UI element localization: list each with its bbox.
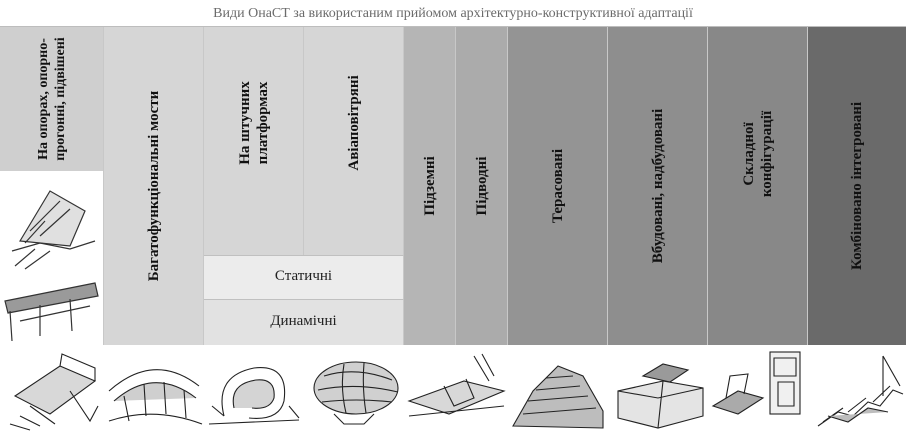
on-supports-sketch-area bbox=[0, 171, 103, 345]
underwater-label: Підводні bbox=[473, 156, 490, 216]
aeronautical-label: Авіаповітряні bbox=[345, 75, 362, 171]
terraced-hill-icon bbox=[512, 365, 604, 429]
stair-cascade-icon bbox=[817, 355, 904, 427]
column-underwater: Підводні bbox=[456, 27, 508, 345]
sketch-underground bbox=[404, 346, 508, 432]
complex-configuration-icon bbox=[711, 351, 801, 415]
diagram-title: Види ОнаСТ за використаним прийомом архі… bbox=[213, 6, 693, 21]
column-built-in: Вбудовані, надбудовані bbox=[608, 27, 708, 345]
column-on-supports: На опорах, опорно-прогонні, підвішені bbox=[0, 27, 104, 345]
sketch-spiral bbox=[204, 346, 304, 432]
underground-label: Підземні bbox=[421, 156, 438, 216]
bridge-building-icon bbox=[108, 369, 203, 425]
on-supports-header-cell: На опорах, опорно-прогонні, підвішені bbox=[0, 27, 103, 171]
cantilever-house-icon bbox=[9, 353, 99, 431]
built-in-block-icon bbox=[617, 363, 704, 429]
artificial-platforms-label: На штучних платформах bbox=[236, 81, 271, 165]
spiral-building-icon bbox=[208, 367, 300, 425]
sketch-combined bbox=[808, 346, 906, 432]
row-static: Статичні bbox=[204, 255, 404, 299]
terraced-label: Терасовані bbox=[549, 148, 566, 224]
classification-table: На опорах, опорно-прогонні, підвішені bbox=[0, 26, 906, 345]
underground-structure-icon bbox=[407, 353, 506, 417]
sketch-complex bbox=[708, 346, 808, 432]
on-supports-label: На опорах, опорно-прогонні, підвішені bbox=[35, 37, 68, 161]
dynamic-label: Динамічні bbox=[270, 313, 337, 329]
sketch-built-in bbox=[608, 346, 708, 432]
column-underground: Підземні bbox=[404, 27, 456, 345]
multifunctional-bridges-label: Багатофункціональні мости bbox=[145, 90, 162, 282]
sketch-airship bbox=[304, 346, 404, 432]
cliff-house-sketch-icon bbox=[4, 190, 99, 342]
column-aeronautical: Авіаповітряні bbox=[304, 27, 404, 255]
column-terraced: Терасовані bbox=[508, 27, 608, 345]
sketch-terraced bbox=[508, 346, 608, 432]
combined-label: Комбіновано інтегровані bbox=[849, 101, 865, 271]
complex-label: Складної конфігурації bbox=[740, 111, 775, 198]
static-label: Статичні bbox=[274, 268, 333, 284]
column-artificial-platforms: На штучних платформах bbox=[204, 27, 304, 255]
sketch-cantilever-house bbox=[0, 346, 104, 432]
column-multifunctional-bridges: Багатофункціональні мости bbox=[104, 27, 204, 345]
built-in-label: Вбудовані, надбудовані bbox=[649, 108, 666, 264]
column-complex: Складної конфігурації bbox=[708, 27, 808, 345]
airship-icon bbox=[313, 361, 399, 425]
row-dynamic: Динамічні bbox=[204, 299, 404, 345]
sketch-bridge bbox=[104, 346, 204, 432]
column-combined: Комбіновано інтегровані bbox=[808, 27, 906, 345]
